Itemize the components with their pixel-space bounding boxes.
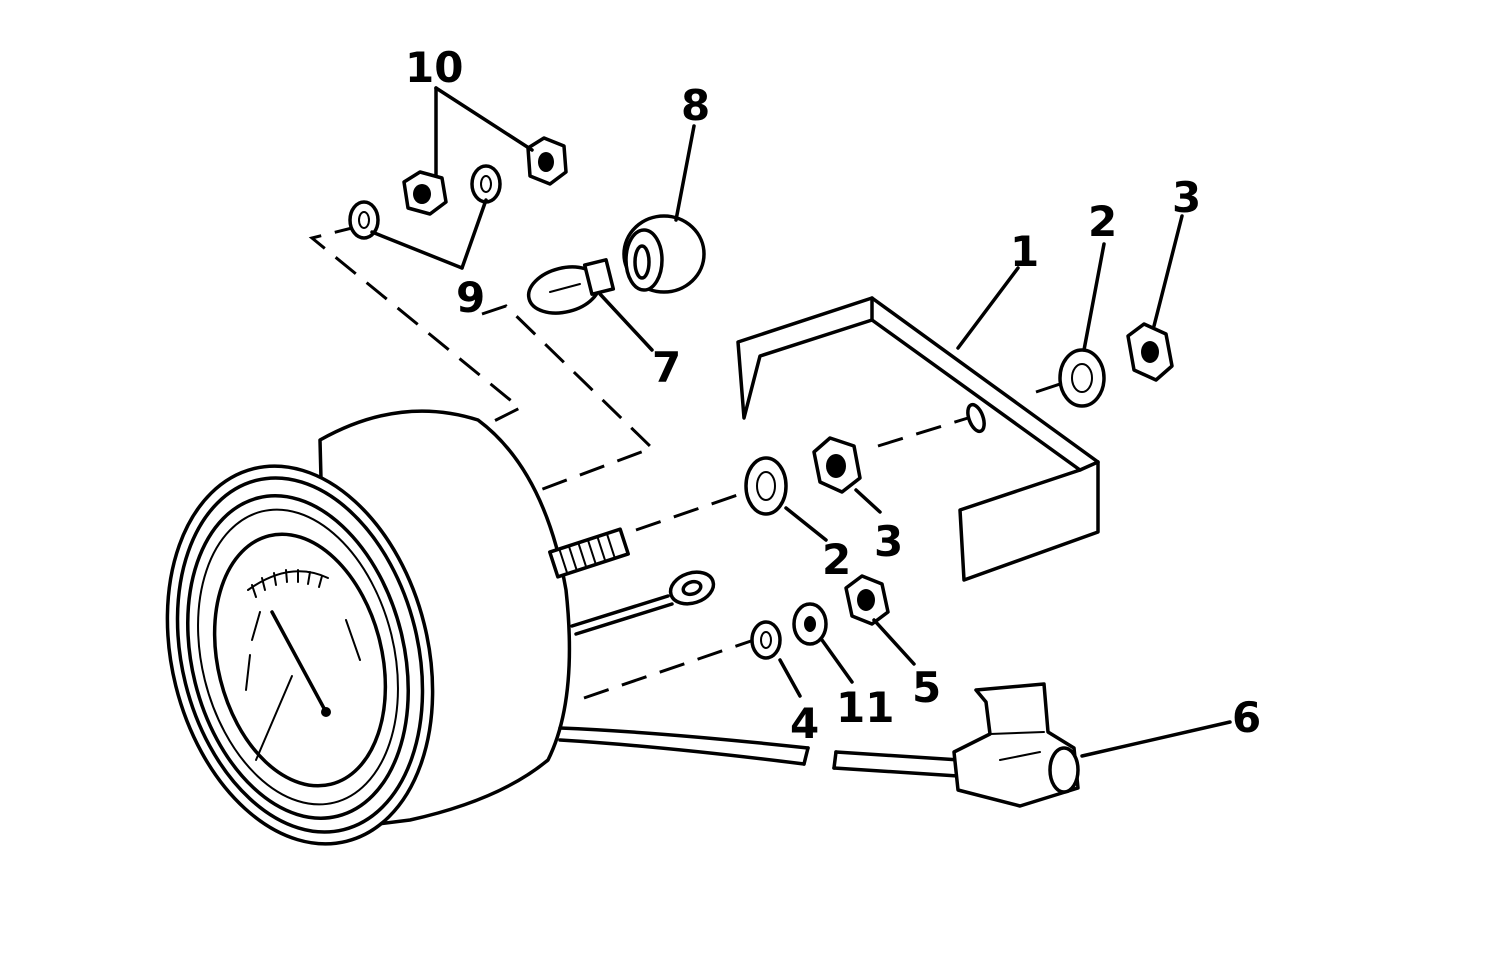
threaded-stud [548, 527, 630, 579]
callout-9: 9 [456, 273, 485, 322]
star-washer-2b [744, 456, 788, 516]
hex-nut-5 [844, 574, 890, 626]
hex-nut-10b [526, 136, 568, 186]
hex-nut-10a [402, 170, 448, 216]
star-washer-2a [1058, 348, 1106, 408]
lock-washer-9a [348, 200, 380, 240]
callout-3-bottom: 3 [874, 517, 903, 566]
callout-11: 11 [836, 683, 894, 732]
lead-wire [558, 726, 962, 778]
callout-4: 4 [790, 699, 819, 748]
callout-7: 7 [652, 343, 681, 392]
callout-2-top: 2 [1088, 197, 1117, 246]
callout-10: 10 [405, 43, 463, 92]
hex-nut-3b [812, 436, 862, 494]
mounting-bracket [736, 296, 1100, 582]
ring-terminal-wire [570, 570, 716, 636]
callout-3-top: 3 [1172, 173, 1201, 222]
leader-lines [370, 86, 1232, 758]
assembly-dashed-lines [308, 224, 1067, 700]
lamp-bulb [526, 258, 616, 315]
callout-8: 8 [681, 81, 710, 130]
hardware-parts [348, 136, 1174, 660]
bulb-socket [622, 214, 706, 294]
lock-washer-4 [750, 620, 782, 660]
lock-washer-9b [470, 164, 502, 204]
gauge-body [165, 409, 572, 846]
callout-labels: 10 8 9 7 1 2 3 2 3 4 11 5 6 [405, 43, 1261, 748]
washer-11 [792, 602, 828, 646]
callout-6: 6 [1232, 693, 1261, 742]
callout-5: 5 [912, 663, 941, 712]
wire-connector [952, 682, 1080, 808]
callout-2-bottom: 2 [822, 535, 851, 584]
callout-1: 1 [1010, 227, 1039, 276]
hex-nut-3a [1126, 322, 1174, 382]
